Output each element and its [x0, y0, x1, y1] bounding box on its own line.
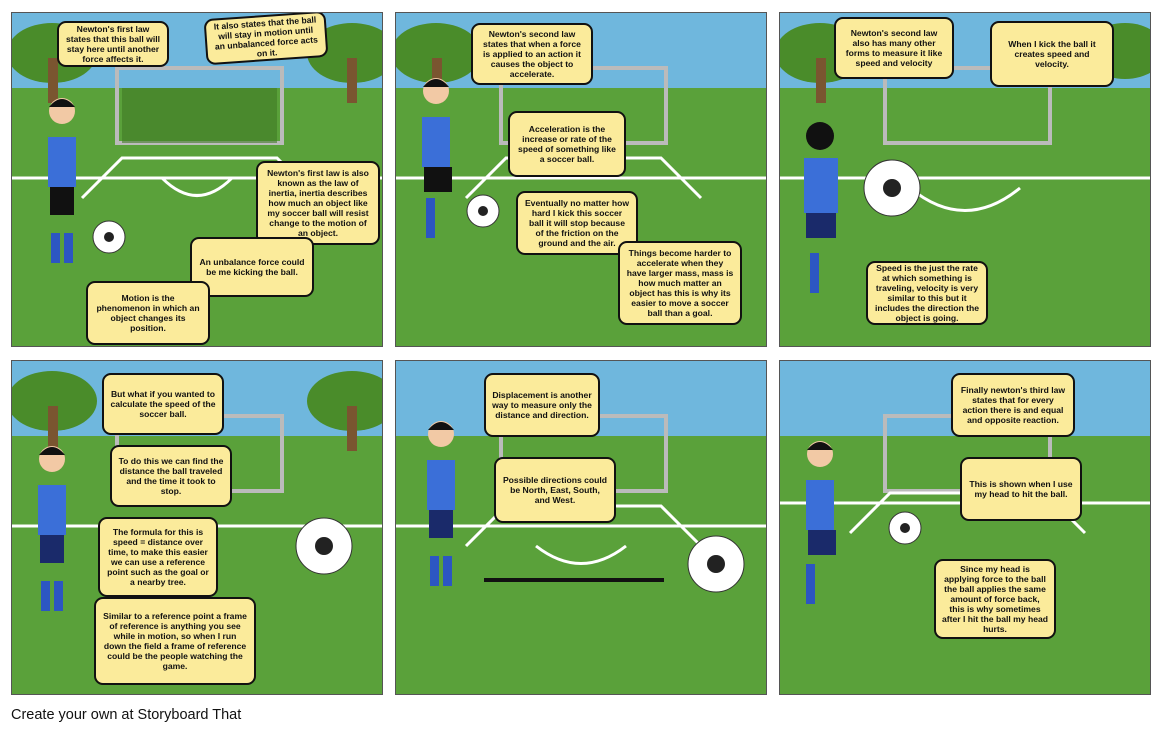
speech-bubble-distance-time: To do this we can find the distance the … — [110, 445, 232, 507]
speech-bubble-newton-second-law: Newton's second law states that when a f… — [471, 23, 593, 85]
comic-panel-6: Finally newton's third law states that f… — [779, 360, 1151, 695]
boy-header-character — [806, 441, 836, 604]
speech-bubble-acceleration: Acceleration is the increase or rate of … — [508, 111, 626, 177]
speech-bubble-unbalanced-force: An unbalance force could be me kicking t… — [190, 237, 314, 297]
speech-bubble-law-of-inertia: Newton's first law is also known as the … — [256, 161, 380, 245]
speech-bubble-kick-creates-speed: When I kick the ball it creates speed an… — [990, 21, 1114, 87]
speech-bubble-frame-of-reference: Similar to a reference point a frame of … — [94, 597, 256, 685]
speech-bubble-directions: Possible directions could be North, East… — [494, 457, 616, 523]
comic-panel-5: Displacement is another way to measure o… — [395, 360, 767, 695]
speech-bubble-newton-third-law: Finally newton's third law states that f… — [951, 373, 1075, 437]
comic-panel-1: Newton's first law states that this ball… — [11, 12, 383, 347]
speech-bubble-calculate-speed: But what if you wanted to calculate the … — [102, 373, 224, 435]
boy-kicking-character — [422, 78, 452, 238]
comic-panel-2: Newton's second law states that when a f… — [395, 12, 767, 347]
storyboard-credit: Create your own at Storyboard That — [11, 707, 242, 723]
comic-panel-4: But what if you wanted to calculate the … — [11, 360, 383, 695]
speech-bubble-header: This is shown when I use my head to hit … — [960, 457, 1082, 521]
speech-bubble-speed-formula: The formula for this is speed = distance… — [98, 517, 218, 597]
speech-bubble-speed-definition: Speed is the just the rate at which some… — [866, 261, 988, 325]
speech-bubble-displacement: Displacement is another way to measure o… — [484, 373, 600, 437]
speech-bubble-mass: Things become harder to accelerate when … — [618, 241, 742, 325]
boy-back-view-character — [804, 122, 838, 293]
speech-bubble-friction: Eventually no matter how hard I kick thi… — [516, 191, 638, 255]
speech-bubble-stay-in-motion: It also states that the ball will stay i… — [203, 13, 329, 66]
comic-panel-3: Newton's second law also has many other … — [779, 12, 1151, 347]
boy-character — [427, 421, 455, 586]
speech-bubble-equal-force-back: Since my head is applying force to the b… — [934, 559, 1056, 639]
speech-bubble-motion: Motion is the phenomenon in which an obj… — [86, 281, 210, 345]
boy-character — [48, 98, 76, 263]
speech-bubble-newton-first-law: Newton's first law states that this ball… — [57, 21, 169, 67]
boy-character — [38, 446, 66, 611]
speech-bubble-speed-velocity-forms: Newton's second law also has many other … — [834, 17, 954, 79]
